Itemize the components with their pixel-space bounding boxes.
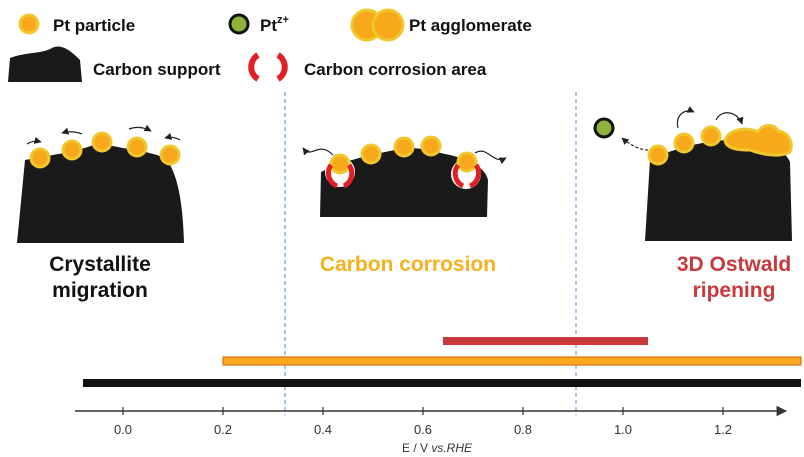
- potential-ranges: [83, 337, 802, 387]
- range-bar: [222, 356, 802, 366]
- carbon-support-icon: [8, 46, 82, 82]
- arrow-icon: [621, 137, 649, 151]
- legend-carbon-support: Carbon support: [93, 60, 221, 79]
- pt-particle: [456, 151, 478, 173]
- pt-agglomerate-icon: [350, 8, 405, 42]
- pt-particle: [126, 136, 148, 158]
- x-tick-label: 0.8: [514, 422, 532, 437]
- crystallite-migration-illustration: [17, 124, 184, 243]
- title-crystallite-line1: Crystallite: [49, 253, 151, 276]
- x-tick-label: 1.0: [614, 422, 632, 437]
- corrosion-mark: [342, 163, 355, 189]
- carbon-corrosion-illustration: [302, 135, 507, 217]
- arrow-icon: [128, 124, 152, 132]
- title-crystallite-line2: migration: [52, 279, 148, 302]
- pt-ion: [593, 117, 615, 139]
- x-tick-label: 0.6: [414, 422, 432, 437]
- pt-particle: [159, 144, 181, 166]
- legend: Pt particle Ptz+ Pt agglomerate Carbon s…: [8, 8, 532, 82]
- x-tick-label: 0.0: [114, 422, 132, 437]
- pt-particle: [647, 144, 669, 166]
- ostwald-ripening-illustration: [593, 106, 793, 241]
- legend-corrosion-area: Carbon corrosion area: [304, 60, 487, 79]
- pt-particle: [91, 131, 113, 153]
- arrow-icon: [715, 112, 744, 125]
- pt-particle: [420, 135, 442, 157]
- pt-particle: [61, 139, 83, 161]
- pt-particle: [700, 125, 722, 147]
- x-axis-label: E / V vs.RHE: [402, 441, 473, 455]
- x-axis-ticks: 0.0 0.2 0.4 0.6 0.8 1.0 1.2: [114, 407, 732, 437]
- carbon-support-right: [645, 139, 792, 241]
- x-tick-label: 0.2: [214, 422, 232, 437]
- arrow-icon: [26, 136, 42, 145]
- pt-particle: [673, 132, 695, 154]
- title-carbon-corrosion: Carbon corrosion: [320, 253, 496, 276]
- carbon-corrosion-icon: [248, 52, 288, 82]
- pt-ion-icon: [228, 13, 250, 35]
- carbon-support-middle: [320, 148, 488, 217]
- arrow-icon: [474, 150, 507, 165]
- pt-particle: [393, 136, 415, 158]
- pt-particle: [29, 147, 51, 169]
- corrosion-mark: [325, 163, 339, 189]
- legend-pt-ion: Ptz+: [260, 14, 289, 35]
- corrosion-mark: [468, 163, 482, 189]
- range-bar: [83, 379, 801, 387]
- pt-particle-icon: [18, 13, 40, 35]
- pt-particle: [360, 143, 382, 165]
- x-tick-label: 0.4: [314, 422, 332, 437]
- title-ostwald-line2: ripening: [693, 279, 776, 302]
- arrow-icon: [164, 132, 181, 141]
- x-tick-label: 1.2: [714, 422, 732, 437]
- arrow-icon: [676, 106, 695, 129]
- legend-pt-particle: Pt particle: [53, 16, 135, 35]
- carbon-support-left: [17, 142, 184, 243]
- legend-pt-agglomerate: Pt agglomerate: [409, 16, 532, 35]
- arrow-icon: [61, 127, 83, 135]
- title-ostwald-line1: 3D Ostwald: [677, 253, 791, 276]
- range-bar: [443, 337, 648, 345]
- pt-particle: [329, 153, 351, 175]
- pt-agglomerate: [723, 124, 793, 157]
- corrosion-mark: [452, 163, 465, 189]
- arrow-icon: [302, 147, 334, 156]
